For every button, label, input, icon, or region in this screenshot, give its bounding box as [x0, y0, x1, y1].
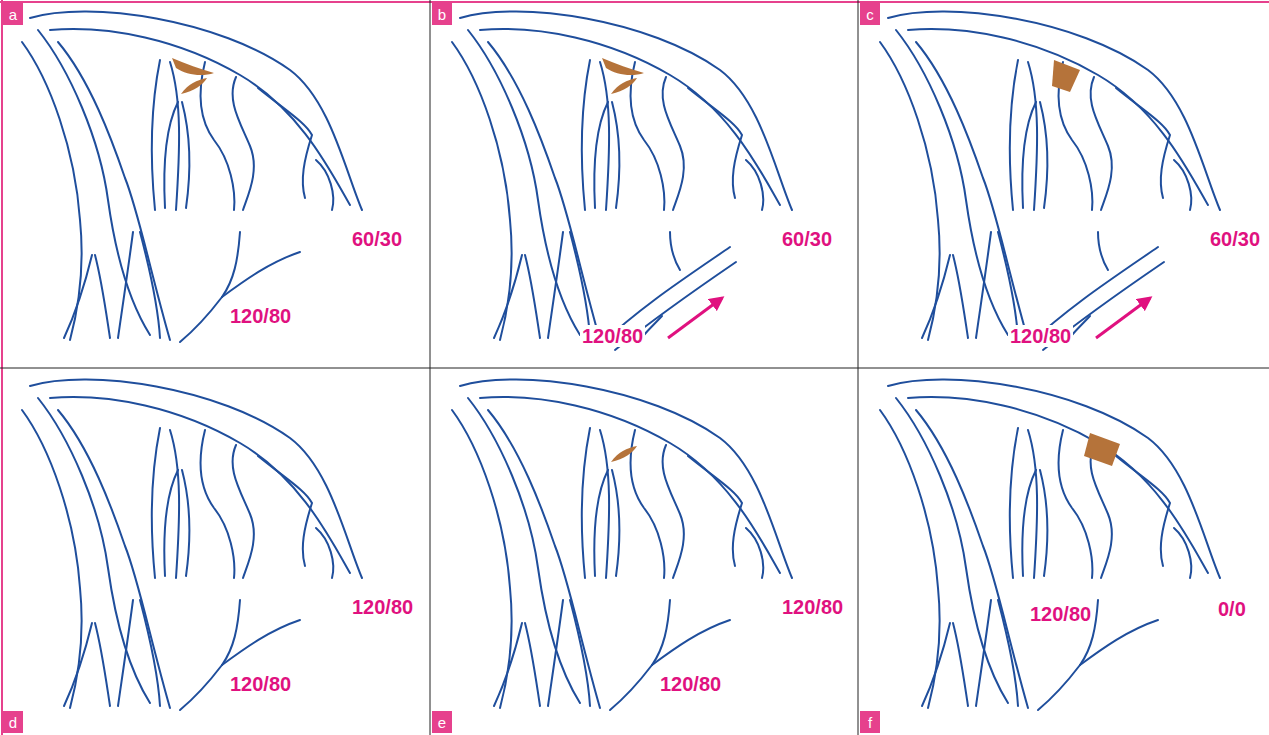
vessel-tree	[880, 379, 1220, 708]
pressure-label: 60/30	[1208, 228, 1262, 250]
panel-letter-badge: c	[860, 3, 880, 25]
pressure-label: 120/80	[1008, 325, 1073, 347]
panel-letter-badge: e	[432, 711, 452, 733]
flow-arrow	[668, 298, 722, 338]
panel-letter: d	[9, 715, 17, 730]
pressure-label: 0/0	[1216, 598, 1248, 620]
pressure-label: 120/80	[228, 673, 293, 695]
pressure-label: 120/80	[580, 325, 645, 347]
panel-e-drawing	[452, 379, 792, 710]
pressure-label: 60/30	[780, 228, 834, 250]
vessel-tree	[452, 11, 792, 340]
pressure-label: 120/80	[658, 673, 723, 695]
panel-letter: f	[868, 715, 872, 730]
residual-clot	[611, 446, 637, 462]
panel-divider	[0, 368, 1269, 369]
panel-letter: b	[438, 7, 446, 22]
panel-b-drawing	[452, 11, 792, 350]
panel-a-drawing	[22, 11, 362, 342]
panel-f-drawing	[880, 379, 1220, 710]
vessel-tree	[452, 379, 792, 708]
partial-clot	[181, 78, 207, 94]
panel-letter-badge: d	[3, 711, 23, 733]
frame-line	[0, 1, 1269, 3]
panel-letter-badge: b	[432, 3, 452, 25]
flow-arrow	[1096, 298, 1150, 338]
vessel-junction	[610, 600, 730, 710]
panel-letter: e	[438, 715, 446, 730]
panel-letter-badge: f	[860, 711, 880, 733]
partial-clot	[602, 58, 644, 75]
pressure-label: 120/80	[228, 305, 293, 327]
pressure-label: 60/30	[350, 228, 404, 250]
pressure-label: 120/80	[1028, 603, 1093, 625]
panel-c-drawing	[880, 11, 1220, 350]
vessel-tree	[22, 11, 362, 340]
vessel-junction	[180, 600, 300, 710]
panel-letter-badge: a	[3, 3, 23, 25]
panel-d-drawing	[22, 379, 362, 710]
vessel-tree	[22, 379, 362, 708]
vessel-junction	[180, 232, 300, 342]
panel-letter: c	[866, 7, 874, 22]
panel-letter: a	[9, 7, 17, 22]
pressure-label: 120/80	[350, 596, 415, 618]
partial-clot	[611, 78, 637, 94]
occluding-clot	[1052, 60, 1080, 92]
pressure-label: 120/80	[780, 596, 845, 618]
partial-clot	[172, 58, 214, 75]
vessel-tree	[880, 11, 1220, 340]
occluding-clot	[1084, 433, 1120, 466]
